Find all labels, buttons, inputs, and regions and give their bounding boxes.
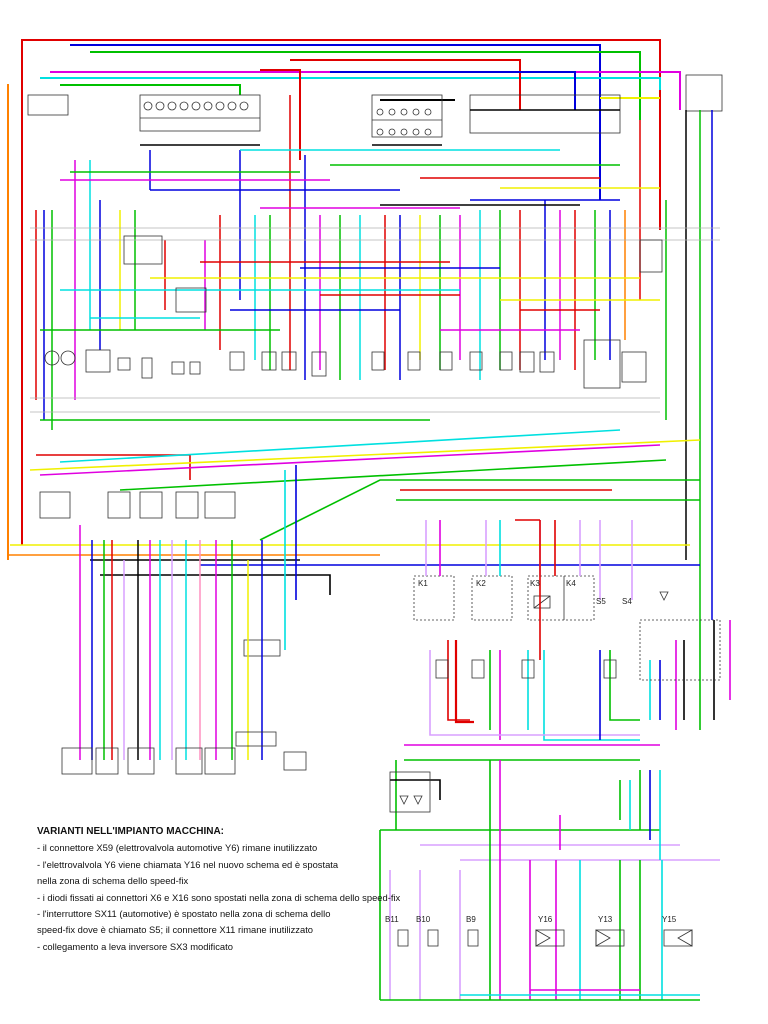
wire-blue-top xyxy=(70,44,601,200)
vertical-wires-upper xyxy=(35,95,713,620)
notes-item: - collegamento a leva inversore SX3 modi… xyxy=(37,940,233,952)
wire-cyan-top xyxy=(40,77,661,90)
horizontal-wires-middle xyxy=(8,419,701,650)
left-middle-components xyxy=(39,491,281,657)
label-b11: B11 xyxy=(385,915,399,924)
upper-component-block xyxy=(27,74,723,138)
notes-item: nella zona di schema dello speed-fix xyxy=(37,875,189,887)
relay-k2-box xyxy=(471,575,513,621)
label-y15: Y15 xyxy=(662,915,677,924)
label-y16: Y16 xyxy=(538,915,553,924)
label-y13: Y13 xyxy=(598,915,613,924)
relay-section-wires xyxy=(425,519,731,741)
label-s4: S4 xyxy=(622,597,632,606)
wire-blue-2 xyxy=(330,71,576,110)
relay-k1-box xyxy=(413,575,455,621)
top-bus-wires xyxy=(7,39,681,560)
notes-item: - l'elettrovalvola Y6 viene chiamata Y16… xyxy=(37,858,339,870)
middle-component-row xyxy=(44,235,663,389)
connector-top-left xyxy=(27,94,69,116)
ground-lines xyxy=(30,397,660,413)
bottom-right-wires xyxy=(379,744,720,1001)
label-k3: K3 xyxy=(530,579,540,588)
fuse-box-left xyxy=(139,94,261,132)
label-b9: B9 xyxy=(466,915,476,924)
vertical-wires-left-lower xyxy=(79,525,263,760)
relay-k4-box xyxy=(563,575,595,621)
label-k1: K1 xyxy=(418,579,428,588)
connector-top-right xyxy=(685,74,723,112)
notes-item: - l'interruttore SX11 (automotive) è spo… xyxy=(37,908,331,920)
label-k4: K4 xyxy=(566,579,576,588)
label-k2: K2 xyxy=(476,579,486,588)
wire-green-top2 xyxy=(60,84,241,95)
horizontal-wires-upper xyxy=(30,149,720,331)
label-b10: B10 xyxy=(416,915,431,924)
fuse-circles xyxy=(143,101,432,136)
label-s5: S5 xyxy=(596,597,606,606)
fuse-box-right xyxy=(371,94,443,138)
relay-section-components xyxy=(435,591,721,681)
bottom-right-components xyxy=(389,771,693,947)
bottom-left-connectors xyxy=(61,731,307,775)
wire-red-top3 xyxy=(260,69,301,160)
relay-section-right xyxy=(413,575,595,621)
notes-item: - il connettore X59 (elettrovalvola auto… xyxy=(37,842,318,854)
variants-notes: VARIANTI NELL'IMPIANTO MACCHINA: - il co… xyxy=(37,824,401,955)
bus-bar-lines xyxy=(140,109,620,146)
wire-red-main xyxy=(21,39,661,545)
relay-block-right xyxy=(469,94,621,134)
wire-red-2 xyxy=(290,59,521,110)
notes-title: VARIANTI NELL'IMPIANTO MACCHINA: xyxy=(37,826,224,837)
wire-magenta-top xyxy=(50,71,681,110)
notes-item: speed-fix dove è chiamato S5; il connett… xyxy=(37,924,314,936)
notes-item: - i diodi fissati ai connettori X6 e X16… xyxy=(37,891,401,903)
